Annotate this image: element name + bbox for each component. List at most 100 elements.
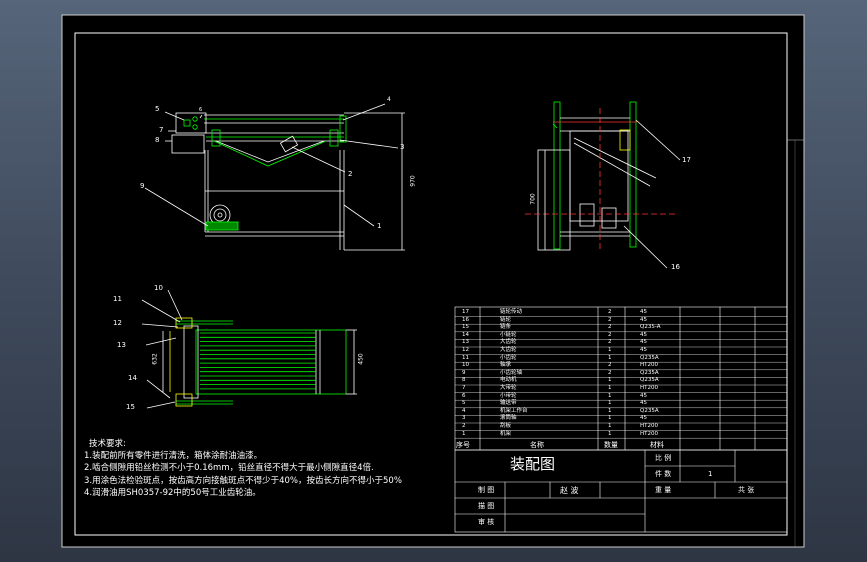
bom-cell-mat: Q235-A xyxy=(640,324,661,331)
note-2: 2.啮合侧隙用铅丝检测不小于0.16mm，铅丝直径不得大于最小侧隙直径4倍. xyxy=(84,463,374,473)
bom-cell-mat: 45 xyxy=(640,400,647,407)
pieces-label: 件 数 xyxy=(655,470,672,478)
bom-cell-mat: 45 xyxy=(640,339,647,346)
bom-cell-qty: 1 xyxy=(608,347,612,353)
title-block-grid xyxy=(454,449,788,533)
bom-cell-no: 10 xyxy=(462,362,469,369)
notes-heading: 技术要求: xyxy=(89,439,126,449)
bom-cell-qty: 1 xyxy=(608,392,612,399)
balloon-4: 4 xyxy=(387,96,391,103)
check-label: 审 核 xyxy=(478,518,495,526)
balloon-10: 10 xyxy=(154,284,163,292)
dim-width-plan: 632 xyxy=(151,353,159,365)
sheet-label: 共 张 xyxy=(738,486,755,494)
bom-cell-name: 机架 xyxy=(500,430,512,437)
front-view xyxy=(144,103,405,251)
drawn-label: 制 图 xyxy=(478,486,495,494)
bom-cell-mat: Q235A xyxy=(640,369,659,376)
bom-cell-qty: 1 xyxy=(608,423,612,429)
bom-cell-qty: 2 xyxy=(608,369,612,376)
bom-cell-no: 4 xyxy=(462,407,466,414)
bom-cell-mat: HT200 xyxy=(640,362,658,369)
bom-cell-mat: 45 xyxy=(640,392,647,399)
bom-cell-qty: 1 xyxy=(608,415,612,422)
bom-cell-qty: 2 xyxy=(608,362,612,369)
bom-cell-mat: Q235A xyxy=(640,377,659,384)
dim-depth-plan: 450 xyxy=(357,353,365,365)
bom-cell-no: 7 xyxy=(462,385,466,391)
bom-cell-qty: 1 xyxy=(608,385,612,391)
bom-cell-name: 链轮 xyxy=(500,316,512,323)
balloon-14: 14 xyxy=(128,374,137,382)
bom-cell-no: 11 xyxy=(462,354,469,361)
balloon-15: 15 xyxy=(126,403,135,411)
belt-strips xyxy=(200,332,316,390)
balloon-13: 13 xyxy=(117,341,126,349)
bom-cell-qty: 2 xyxy=(608,331,612,338)
bom-cell-qty: 2 xyxy=(608,339,612,346)
bom-cell-mat: HT200 xyxy=(640,423,658,429)
note-4: 4.润滑油用SH0357-92中的50号工业齿轮油。 xyxy=(84,488,261,498)
bom-cell-qty: 1 xyxy=(608,430,612,437)
bom-cell-name: 小带轮 xyxy=(500,392,517,399)
pieces-value: 1 xyxy=(708,470,713,478)
inner-frame xyxy=(74,32,788,536)
bom-cell-mat: 45 xyxy=(640,316,647,323)
balloon-11: 11 xyxy=(113,295,122,303)
bom-cell-name: 大齿轮 xyxy=(500,339,517,346)
bom-cell-name: 大齿轮 xyxy=(500,347,517,353)
balloon-6: 6 xyxy=(199,107,203,113)
bom-cell-name: 链条 xyxy=(500,324,512,331)
bom-cell-mat: 45 xyxy=(640,331,647,338)
bom-cell-no: 2 xyxy=(462,423,466,429)
balloon-8: 8 xyxy=(155,136,160,144)
bom-cell-name: 刮板 xyxy=(500,423,512,429)
balloon-3: 3 xyxy=(400,143,405,151)
balloon-9: 9 xyxy=(140,182,145,190)
bom-cell-no: 5 xyxy=(462,400,466,407)
bom-cell-name: 机架工作台 xyxy=(500,407,528,414)
side-view xyxy=(525,101,681,269)
drawing-sheet xyxy=(62,15,804,547)
balloon-12: 12 xyxy=(113,319,122,327)
note-3: 3.用涂色法检验斑点，按齿高方向接触斑点不得少于40%，按齿长方向不得小于50% xyxy=(84,476,402,486)
bom-cell-name: 输送带 xyxy=(500,400,517,407)
bom-cell-name: 链轮传动 xyxy=(500,309,523,315)
outer-frame xyxy=(61,14,805,548)
bom-cell-mat: Q235A xyxy=(640,407,659,414)
weight-label: 重 量 xyxy=(655,486,672,494)
balloon-17: 17 xyxy=(682,156,691,164)
bom-cell-mat: 45 xyxy=(640,347,647,353)
bom-cell-mat: 45 xyxy=(640,415,647,422)
bom-header-mat: 材料 xyxy=(650,441,664,449)
balloon-1: 1 xyxy=(377,222,382,230)
balloon-5: 5 xyxy=(155,105,160,113)
dim-height-side: 700 xyxy=(529,193,537,205)
bom-cell-name: 电动机 xyxy=(500,377,517,384)
bom-cell-qty: 2 xyxy=(608,316,612,323)
bom-cell-mat: 45 xyxy=(640,309,647,315)
bom-cell-no: 14 xyxy=(462,331,469,338)
desc-label: 描 图 xyxy=(478,502,495,510)
bom-cell-no: 15 xyxy=(462,324,469,331)
bom-row-lines xyxy=(455,316,787,439)
bom-cell-no: 13 xyxy=(462,339,469,346)
drawn-name: 赵 波 xyxy=(560,486,579,495)
bom-cell-qty: 2 xyxy=(608,309,612,315)
bom-header-name: 名称 xyxy=(530,441,544,449)
bom-cell-no: 1 xyxy=(462,430,466,437)
bom-cell-no: 6 xyxy=(462,392,466,399)
bom-cell-name: 小齿轮轴 xyxy=(500,369,523,376)
drawing-title: 装配图 xyxy=(510,455,556,473)
bom-header-no: 序号 xyxy=(456,441,470,449)
bom-cell-mat: HT200 xyxy=(640,385,658,391)
balloon-7: 7 xyxy=(159,126,164,134)
bom-cell-qty: 1 xyxy=(608,400,612,407)
bom-cell-name: 滚筒轴 xyxy=(500,415,517,422)
bom-cell-name: 小链轮 xyxy=(500,331,517,338)
bom-table-grid xyxy=(454,306,788,451)
bom-cell-name: 轴承 xyxy=(500,362,512,369)
bom-cell-qty: 1 xyxy=(608,407,612,414)
bom-cell-mat: Q235A xyxy=(640,354,659,361)
